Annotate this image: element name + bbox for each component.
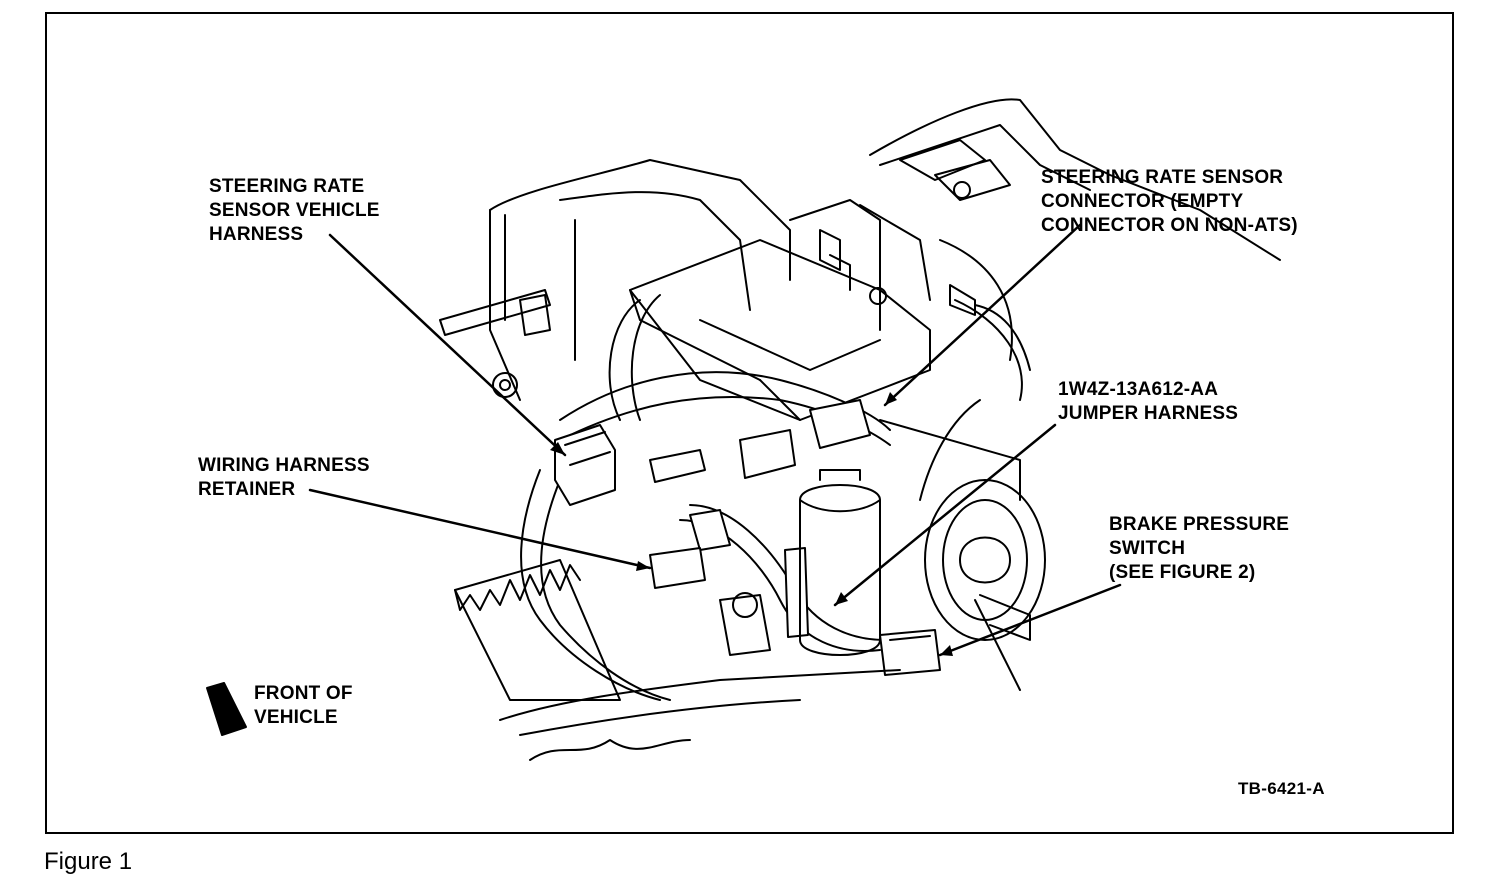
- figure-caption: Figure 1: [44, 848, 133, 875]
- brake-booster: [879, 419, 1046, 691]
- master-cylinder: [799, 469, 881, 656]
- label-steering-rate-sensor-connector: STEERING RATE SENSOR CONNECTOR (EMPTY CO…: [1041, 167, 1298, 236]
- harness-connectors: [554, 399, 941, 676]
- figure-reference-id: TB-6421-A: [1238, 779, 1325, 798]
- radiator-support: [454, 559, 901, 761]
- label-front-of-vehicle: FRONT OF VEHICLE: [254, 683, 353, 728]
- label-steering-rate-sensor-vehicle-harness: STEERING RATE SENSOR VEHICLE HARNESS: [209, 176, 380, 245]
- figure-frame: [45, 12, 1454, 834]
- leader-lines: [308, 223, 1122, 657]
- label-brake-pressure-switch: BRAKE PRESSURE SWITCH (SEE FIGURE 2): [1109, 514, 1290, 583]
- label-wiring-harness-retainer: WIRING HARNESS RETAINER: [198, 455, 370, 500]
- cowl-box: [439, 159, 791, 401]
- upper-right-brackets: [789, 199, 1031, 371]
- front-arrow-icon: [206, 682, 247, 736]
- fender-outline: [869, 98, 1281, 401]
- control-module: [629, 239, 931, 421]
- label-jumper-harness: 1W4Z-13A612-AA JUMPER HARNESS: [1058, 379, 1239, 424]
